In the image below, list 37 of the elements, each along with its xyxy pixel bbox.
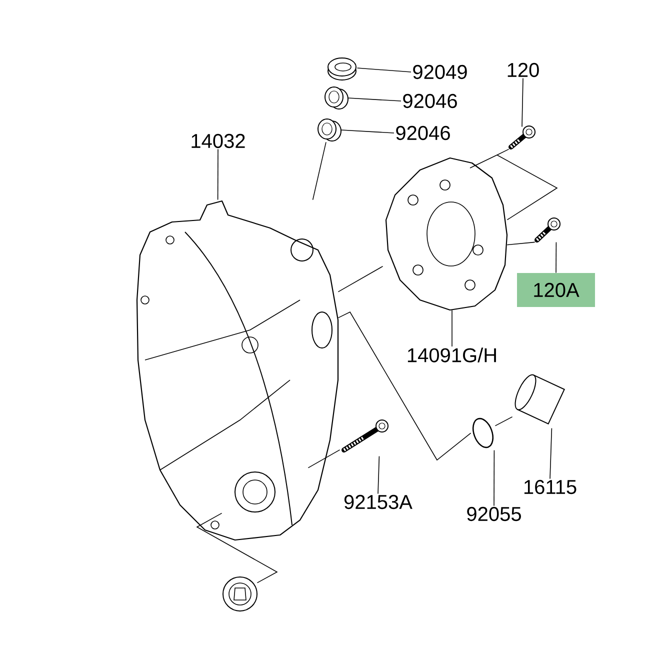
leader-line bbox=[217, 148, 218, 200]
part-number: 92049 bbox=[413, 64, 467, 80]
assembly-line bbox=[494, 416, 513, 426]
bolt-drawing bbox=[342, 420, 388, 452]
assembly-line bbox=[506, 242, 536, 246]
bearing-drawing bbox=[318, 118, 342, 142]
part-number: 92153A bbox=[344, 494, 412, 510]
leader-line bbox=[340, 130, 394, 134]
leader-line bbox=[550, 428, 552, 480]
leader-line bbox=[494, 450, 495, 506]
o-ring-drawing bbox=[472, 418, 494, 448]
part-number: 92046 bbox=[403, 94, 457, 108]
assembly-line bbox=[470, 148, 558, 220]
seal-drawing bbox=[328, 58, 356, 80]
leader-line bbox=[356, 68, 412, 72]
leader-line bbox=[522, 78, 524, 128]
part-number: 16115 bbox=[524, 480, 576, 494]
part-number: 92055 bbox=[467, 506, 521, 522]
cover-drawing bbox=[136, 200, 339, 541]
part-number: 120 bbox=[508, 62, 539, 78]
leader-line bbox=[348, 98, 402, 102]
part-number: 14032 bbox=[192, 134, 245, 148]
highlighted-part-number: 120A bbox=[517, 273, 595, 307]
assembly-line bbox=[308, 449, 340, 468]
cap-drawing bbox=[222, 576, 258, 612]
assembly-line bbox=[196, 512, 278, 584]
assembly-line bbox=[338, 311, 472, 461]
bolt-drawing bbox=[508, 126, 536, 150]
assembly-line bbox=[312, 142, 326, 200]
leader-line bbox=[378, 456, 380, 494]
plate-drawing bbox=[385, 157, 508, 311]
part-number: 14091G/H bbox=[408, 348, 496, 362]
leader-line bbox=[556, 242, 557, 274]
bearing-drawing bbox=[324, 86, 348, 110]
bolt-drawing bbox=[534, 218, 560, 242]
assembly-line bbox=[338, 266, 384, 292]
part-number: 92046 bbox=[396, 126, 450, 140]
